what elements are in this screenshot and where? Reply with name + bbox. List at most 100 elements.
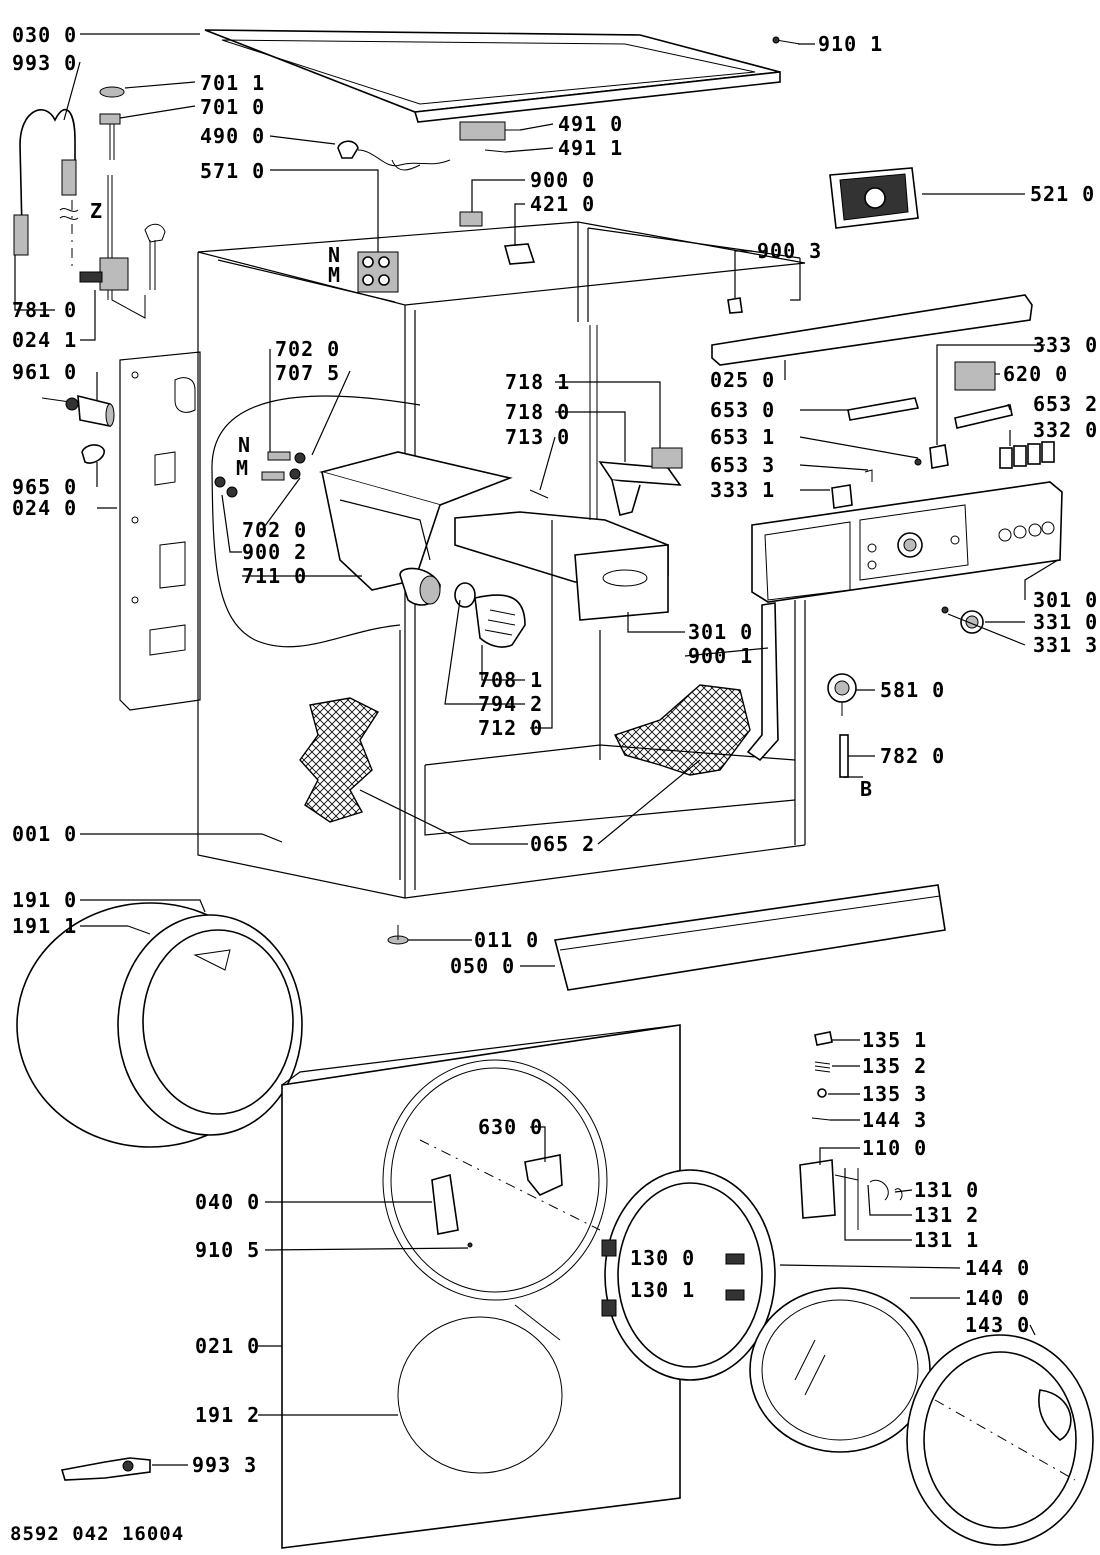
callout-144-3: 144 3 (862, 1108, 927, 1132)
callout-050-0: 050 0 (450, 954, 515, 978)
callout-065-2: 065 2 (530, 832, 595, 856)
inlet-hose (13, 108, 79, 270)
callout-900-0: 900 0 (530, 168, 595, 192)
control-board (829, 167, 919, 229)
callout-702-0-bottom: 702 0 (242, 518, 307, 542)
part-701-1 (99, 86, 125, 98)
callout-110-0: 110 0 (862, 1136, 927, 1160)
filter-parts (214, 451, 306, 498)
callout-333-1: 333 1 (710, 478, 775, 502)
part-701-0 (99, 113, 121, 160)
callout-140-0: 140 0 (965, 1286, 1030, 1310)
callout-021-0: 021 0 (195, 1334, 260, 1358)
callout-713-0: 713 0 (505, 425, 570, 449)
marker-n-filter: N (238, 433, 251, 457)
callout-794-2: 794 2 (478, 692, 543, 716)
detergent-drawer (454, 325, 669, 621)
callout-001-0: 001 0 (12, 822, 77, 846)
marker-z: Z (90, 199, 103, 223)
plinth (554, 884, 946, 991)
callout-653-0: 653 0 (710, 398, 775, 422)
wire-harness (337, 121, 520, 171)
screw-910-1 (775, 39, 801, 45)
drawing-number: 8592 042 16004 (10, 1523, 184, 1545)
callout-333-0: 333 0 (1033, 333, 1098, 357)
callout-571-0: 571 0 (200, 159, 265, 183)
callout-781-0: 781 0 (12, 298, 77, 322)
pressure-switch (827, 673, 857, 716)
door-outer-frame (906, 1334, 1094, 1546)
part-135-3 (817, 1088, 827, 1098)
part-135-1 (814, 1031, 833, 1046)
callout-521-0: 521 0 (1030, 182, 1095, 206)
control-panel (751, 481, 1063, 603)
callout-191-2: 191 2 (195, 1403, 260, 1427)
callout-900-2: 900 2 (242, 540, 307, 564)
button-block-332 (999, 441, 1055, 469)
marker-m-filter: M (236, 456, 249, 480)
pump-filter (41, 394, 115, 427)
callout-144-0: 144 0 (965, 1256, 1030, 1280)
gasket-965 (81, 444, 105, 464)
callout-718-1: 718 1 (505, 370, 570, 394)
callout-711-0: 711 0 (242, 564, 307, 588)
part-653-2 (954, 404, 1013, 429)
door-handle (799, 1159, 903, 1230)
tool-993-3-hole (122, 1460, 134, 1472)
callout-490-0: 490 0 (200, 124, 265, 148)
part-653-3 (864, 469, 873, 482)
callout-421-0: 421 0 (530, 192, 595, 216)
callout-491-0: 491 0 (558, 112, 623, 136)
callout-702-0-top: 702 0 (275, 337, 340, 361)
part-130-1 (725, 1289, 745, 1301)
detergent-drawer-housing (318, 451, 513, 606)
callout-131-2: 131 2 (914, 1203, 979, 1227)
callout-993-0: 993 0 (12, 51, 77, 75)
callout-993-3: 993 3 (192, 1453, 257, 1477)
inlet-valve-bracket (79, 175, 166, 319)
callout-331-0: 331 0 (1033, 610, 1098, 634)
hinge-040 (431, 1173, 459, 1235)
plinth-edge (559, 895, 941, 951)
part-130-0 (725, 1253, 745, 1265)
part-713-0 (529, 489, 549, 499)
callout-332-0: 332 0 (1033, 418, 1098, 442)
callout-011-0: 011 0 (474, 928, 539, 952)
part-421-0 (503, 243, 536, 265)
top-plate (204, 29, 781, 123)
callout-135-2: 135 2 (862, 1054, 927, 1078)
front-panel (281, 1024, 681, 1549)
screw-910-1-head (772, 36, 780, 44)
callout-581-0: 581 0 (880, 678, 945, 702)
callout-900-3: 900 3 (757, 239, 822, 263)
callout-782-0: 782 0 (880, 744, 945, 768)
drain-hose-bellows (454, 582, 526, 648)
insulation-pad-right (614, 684, 751, 776)
callout-491-1: 491 1 (558, 136, 623, 160)
callout-653-1: 653 1 (710, 425, 775, 449)
callout-620-0: 620 0 (1003, 362, 1068, 386)
callout-143-0: 143 0 (965, 1313, 1030, 1337)
door-glass (749, 1287, 931, 1453)
adjustable-foot (387, 925, 409, 945)
callout-708-1: 708 1 (478, 668, 543, 692)
part-331-3 (941, 606, 949, 614)
marker-m-valve: M (328, 263, 341, 287)
spring-135-2 (814, 1061, 831, 1073)
callout-910-5: 910 5 (195, 1238, 260, 1262)
callout-024-1: 024 1 (12, 328, 77, 352)
pin-144-3 (811, 1117, 831, 1121)
part-333-1 (831, 484, 853, 509)
callout-701-0: 701 0 (200, 95, 265, 119)
callout-191-0: 191 0 (12, 888, 77, 912)
cable-channel-900-1 (746, 602, 779, 762)
callout-961-0: 961 0 (12, 360, 77, 384)
callout-191-1: 191 1 (12, 914, 77, 938)
callout-131-0: 131 0 (914, 1178, 979, 1202)
water-valve (357, 251, 399, 293)
door-lock-630 (524, 1154, 563, 1196)
gasket-wire-191-1 (127, 925, 151, 935)
callout-653-2: 653 2 (1033, 392, 1098, 416)
callout-030-0: 030 0 (12, 23, 77, 47)
